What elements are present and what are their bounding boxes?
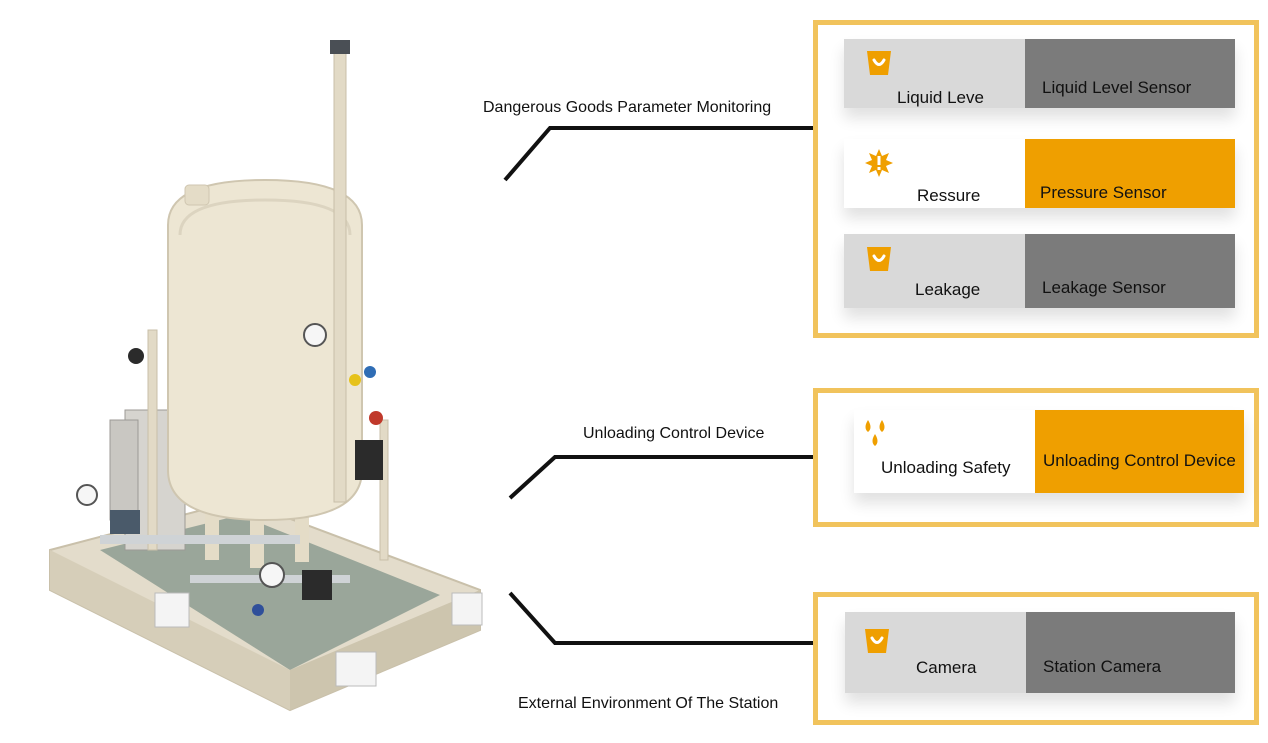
- card-camera-label: Camera: [916, 658, 977, 677]
- bucket-icon: [865, 629, 889, 653]
- card-camera-label-panel: Camera: [845, 612, 1026, 693]
- connector-line-monitoring: [503, 126, 818, 182]
- card-pressure-label: Ressure: [917, 186, 981, 205]
- card-leakage-sensor-label: Leakage Sensor: [1042, 278, 1166, 297]
- card-leakage-label: Leakage: [915, 280, 981, 299]
- card-leakage: Leakage Leakage Sensor: [844, 234, 1235, 308]
- bucket-icon: [867, 51, 891, 75]
- card-unloading-control-panel: Unloading Control Device: [1035, 410, 1244, 493]
- bucket-icon: [867, 247, 891, 271]
- connector-line-environment: [508, 591, 815, 645]
- card-unloading-safety: Unloading Safety Unloading Control Devic…: [854, 410, 1244, 493]
- card-liquid-level: Liquid Leve Liquid Level Sensor: [844, 39, 1235, 108]
- card-unloading-safety-label-panel: Unloading Safety: [854, 410, 1035, 493]
- alert-burst-icon: [865, 149, 893, 177]
- card-liquid-level-sensor-panel: Liquid Level Sensor: [1025, 39, 1235, 108]
- card-unloading-safety-label: Unloading Safety: [881, 458, 1011, 477]
- card-pressure-label-panel: Ressure: [844, 139, 1025, 208]
- card-camera-sensor-panel: Station Camera: [1026, 612, 1235, 693]
- section-title-unloading: Unloading Control Device: [583, 425, 765, 442]
- connector-line-unloading: [508, 455, 815, 500]
- card-pressure: Ressure Pressure Sensor: [844, 139, 1235, 208]
- card-liquid-level-label: Liquid Leve: [897, 88, 984, 107]
- card-unloading-control-label: Unloading Control Device: [1043, 451, 1236, 470]
- card-camera: Camera Station Camera: [845, 612, 1235, 693]
- card-leakage-label-panel: Leakage: [844, 234, 1025, 308]
- card-leakage-sensor-panel: Leakage Sensor: [1025, 234, 1235, 308]
- card-liquid-level-label-panel: Liquid Leve: [844, 39, 1025, 108]
- section-title-monitoring: Dangerous Goods Parameter Monitoring: [483, 99, 772, 116]
- card-camera-sensor-label: Station Camera: [1043, 657, 1162, 676]
- card-liquid-level-sensor-label: Liquid Level Sensor: [1042, 78, 1192, 97]
- card-pressure-sensor-panel: Pressure Sensor: [1025, 139, 1235, 208]
- card-pressure-sensor-label: Pressure Sensor: [1040, 183, 1167, 202]
- section-title-environment: External Environment Of The Station: [518, 695, 779, 712]
- drops-icon: [865, 420, 885, 446]
- storage-tank-skid-illustration: [49, 40, 483, 712]
